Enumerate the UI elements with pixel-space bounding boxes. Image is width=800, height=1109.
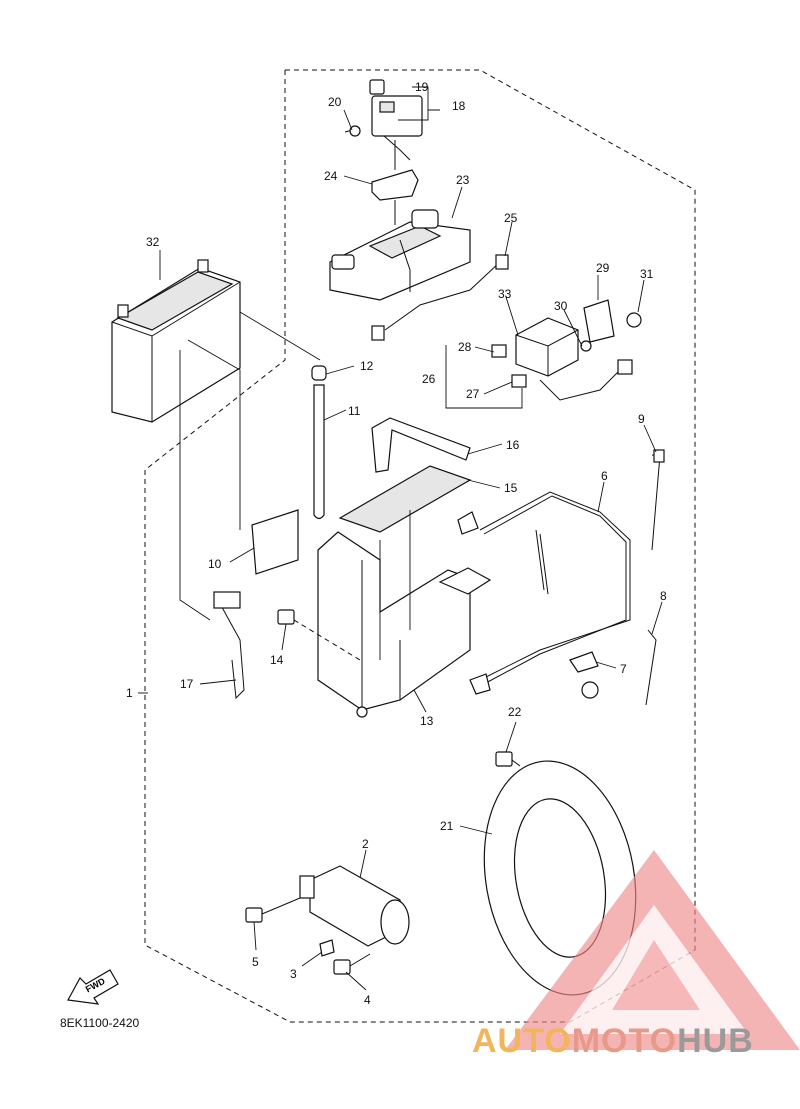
part-label-15: 15 (504, 481, 518, 495)
bolt-4 (333, 959, 351, 975)
part-label-23: 23 (456, 173, 470, 187)
battery-breather-tube (313, 384, 325, 520)
starter-motor (299, 865, 410, 947)
part-label-6: 6 (601, 469, 608, 483)
part-label-21: 21 (440, 819, 454, 833)
bolt-5 (245, 907, 263, 923)
bolt-14 (277, 609, 295, 625)
battery-pad (251, 509, 299, 575)
nut-3 (319, 939, 335, 957)
watermark-brand: AUTOMOTOHUB (472, 1022, 754, 1061)
battery-box (317, 531, 492, 718)
starter-relay (344, 79, 423, 161)
bolt-22 (495, 751, 513, 767)
control-unit (515, 317, 579, 377)
assembly-outline-upper (144, 69, 696, 950)
part-label-8: 8 (660, 589, 667, 603)
part-label-3: 3 (290, 967, 297, 981)
bracket-29 (583, 299, 615, 343)
fuse-box (329, 209, 471, 301)
leader-lines (138, 86, 663, 991)
fwd-arrow-icon (67, 969, 119, 1005)
part-label-9: 9 (638, 412, 645, 426)
fuse-28 (491, 344, 507, 358)
part-label-5: 5 (252, 955, 259, 969)
part-label-31: 31 (640, 267, 654, 281)
watermark-logo-icon (505, 850, 800, 1050)
part-label-28: 28 (458, 340, 472, 354)
fuse-lead (384, 261, 501, 331)
part-label-20: 20 (328, 95, 342, 109)
part-label-14: 14 (270, 653, 284, 667)
part-label-25: 25 (504, 211, 518, 225)
part-label-17: 17 (180, 677, 194, 691)
part-label-29: 29 (596, 261, 610, 275)
part-label-7: 7 (620, 662, 627, 676)
part-label-16: 16 (506, 438, 520, 452)
part-label-1: 1 (126, 686, 133, 700)
part-label-4: 4 (364, 993, 371, 1007)
part-label-13: 13 (420, 714, 434, 728)
part-label-27: 27 (466, 387, 480, 401)
cable-tie-8 (645, 629, 657, 706)
part-label-2: 2 (362, 837, 369, 851)
part-label-12: 12 (360, 359, 374, 373)
part-label-10: 10 (208, 557, 222, 571)
part-label-32: 32 (146, 235, 160, 249)
part-label-24: 24 (324, 169, 338, 183)
wire-harness (479, 491, 631, 681)
part-label-19: 19 (415, 80, 429, 94)
part-label-18: 18 (452, 99, 466, 113)
battery (111, 259, 241, 423)
relay-bracket (371, 169, 419, 201)
part-labels: 1 2 3 4 5 6 7 8 9 10 11 12 13 14 15 16 1… (126, 80, 667, 1007)
part-label-22: 22 (508, 705, 522, 719)
fuse-27 (511, 374, 527, 388)
part-label-26: 26 (422, 372, 436, 386)
cable-tie-9 (651, 454, 661, 551)
brand-hub: HUB (677, 1022, 754, 1060)
part-label-30: 30 (554, 299, 568, 313)
brand-moto: MOTO (571, 1022, 678, 1060)
diagram-code: 8EK1100-2420 (60, 1016, 140, 1030)
part-label-33: 33 (498, 287, 512, 301)
part-label-11: 11 (348, 404, 361, 418)
vent-clip (311, 365, 327, 381)
battery-band (371, 417, 471, 473)
earth-lead (217, 599, 245, 700)
battery-plate (338, 465, 472, 533)
brand-auto: AUTO (472, 1022, 572, 1060)
